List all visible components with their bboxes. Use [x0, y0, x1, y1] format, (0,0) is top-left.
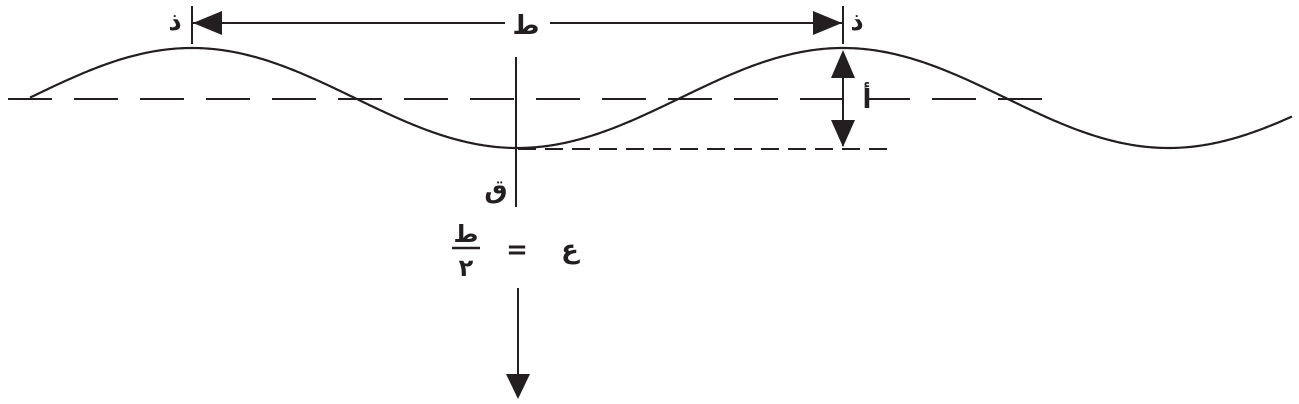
amplitude-arrowhead-down [831, 120, 855, 147]
depth-arrowhead [506, 374, 530, 399]
crest-label-right: ذ [850, 7, 863, 37]
amplitude-label: أ [863, 82, 872, 115]
wavelength-label: ط [512, 11, 539, 41]
trough-label: ق [484, 175, 507, 205]
fraction-numerator: ط [454, 220, 479, 248]
depth-symbol-label: ع [561, 235, 580, 265]
fraction-denominator: ٢ [459, 254, 474, 282]
wavelength-arrowhead-left [193, 11, 222, 35]
wave-curve [29, 46, 1293, 150]
equals-sign: = [506, 235, 528, 265]
wavelength-arrowhead-right [813, 11, 842, 35]
amplitude-arrowhead-up [831, 50, 855, 78]
crest-label-left: ذ [168, 7, 181, 37]
